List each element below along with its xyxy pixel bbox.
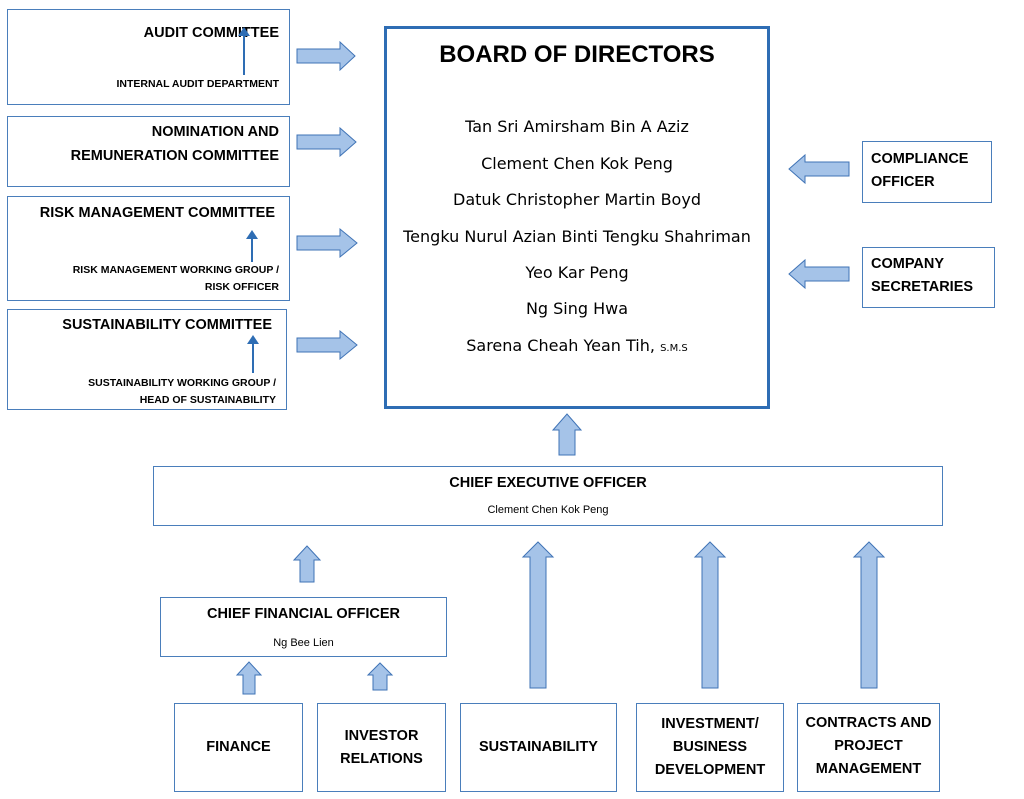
audit-committee-box: AUDIT COMMITTEE INTERNAL AUDIT DEPARTMEN… — [7, 9, 290, 105]
up-arrow-icon — [246, 230, 258, 262]
cfo-name: Ng Bee Lien — [273, 637, 334, 649]
sustainability-committee-title: SUSTAINABILITY COMMITTEE — [62, 317, 272, 333]
department-investor-line1: INVESTOR — [344, 728, 419, 744]
up-arrow-icon — [247, 335, 259, 373]
audit-committee-title: AUDIT COMMITTEE — [143, 25, 279, 41]
sustainability-committee-sub-line2: HEAD OF SUSTAINABILITY — [139, 394, 276, 406]
department-contracts-line1: CONTRACTS AND — [805, 715, 932, 731]
cfo-title: CHIEF FINANCIAL OFFICER — [206, 606, 401, 622]
department-investor-line2: RELATIONS — [340, 751, 423, 767]
department-investment-line1: INVESTMENT/ — [661, 716, 759, 732]
nomination-committee-box: NOMINATION AND REMUNERATION COMMITTEE — [7, 116, 290, 187]
arrow-investment-to-ceo — [693, 541, 727, 689]
sustainability-committee-sub-line1: SUSTAINABILITY WORKING GROUP / — [88, 377, 276, 389]
arrow-investor-to-cfo — [366, 662, 394, 691]
department-contracts-line2: PROJECT — [834, 738, 903, 754]
sustainability-committee-box: SUSTAINABILITY COMMITTEE SUSTAINABILITY … — [7, 309, 287, 410]
compliance-officer-box: COMPLIANCE OFFICER — [862, 141, 992, 203]
arrow-audit-to-board — [296, 40, 356, 72]
nomination-committee-title-line2: REMUNERATION COMMITTEE — [70, 148, 279, 164]
risk-committee-sub-line1: RISK MANAGEMENT WORKING GROUP / — [72, 264, 279, 276]
department-investment-line2: BUSINESS — [672, 739, 748, 755]
arrow-secretaries-to-board — [788, 258, 850, 290]
board-member-last: Sarena Cheah Yean Tih, S.M.S — [387, 336, 767, 355]
up-arrow-icon — [238, 27, 250, 75]
board-of-directors-box: BOARD OF DIRECTORS Tan Sri Amirsham Bin … — [384, 26, 770, 409]
board-member: Clement Chen Kok Peng — [481, 154, 673, 173]
board-member: Tan Sri Amirsham Bin A Aziz — [465, 117, 689, 136]
department-finance-box: FINANCE — [174, 703, 303, 792]
board-member: Sarena Cheah Yean Tih, — [466, 336, 655, 355]
arrow-finance-to-cfo — [235, 661, 263, 695]
board-title: BOARD OF DIRECTORS — [439, 41, 715, 68]
department-investment-line3: DEVELOPMENT — [654, 762, 766, 778]
department-sustainability-box: SUSTAINABILITY — [460, 703, 617, 792]
arrow-risk-to-board — [296, 227, 358, 259]
department-investor-relations-box: INVESTOR RELATIONS — [317, 703, 446, 792]
arrow-nomination-to-board — [296, 126, 357, 158]
arrow-cfo-to-ceo — [292, 545, 322, 583]
board-member: Datuk Christopher Martin Boyd — [453, 190, 701, 209]
cfo-box: CHIEF FINANCIAL OFFICER Ng Bee Lien — [160, 597, 447, 657]
arrow-compliance-to-board — [788, 153, 850, 185]
department-contracts-line3: MANAGEMENT — [815, 761, 922, 777]
arrow-ceo-to-board — [551, 413, 583, 456]
board-member: Tengku Nurul Azian Binti Tengku Shahrima… — [403, 227, 751, 246]
department-sustainability-label: SUSTAINABILITY — [479, 739, 598, 755]
company-secretaries-box: COMPANY SECRETARIES — [862, 247, 995, 308]
ceo-title: CHIEF EXECUTIVE OFFICER — [449, 475, 647, 491]
department-contracts-box: CONTRACTS AND PROJECT MANAGEMENT — [797, 703, 940, 792]
audit-committee-sub: INTERNAL AUDIT DEPARTMENT — [116, 78, 279, 90]
department-investment-box: INVESTMENT/ BUSINESS DEVELOPMENT — [636, 703, 784, 792]
arrow-contracts-to-ceo — [852, 541, 886, 689]
ceo-box: CHIEF EXECUTIVE OFFICER Clement Chen Kok… — [153, 466, 943, 526]
risk-committee-sub-line2: RISK OFFICER — [204, 281, 279, 293]
board-member: Yeo Kar Peng — [525, 263, 629, 282]
ceo-name: Clement Chen Kok Peng — [487, 504, 609, 516]
compliance-officer-line1: COMPLIANCE — [871, 151, 969, 167]
arrow-sustainability-to-ceo — [521, 541, 555, 689]
board-member-suffix: S.M.S — [660, 343, 688, 354]
compliance-officer-line2: OFFICER — [871, 174, 935, 190]
department-finance-label: FINANCE — [206, 739, 271, 755]
risk-committee-title: RISK MANAGEMENT COMMITTEE — [39, 205, 275, 221]
company-secretaries-line2: SECRETARIES — [871, 279, 974, 295]
nomination-committee-title-line1: NOMINATION AND — [151, 124, 279, 140]
board-member: Ng Sing Hwa — [525, 299, 629, 318]
risk-committee-box: RISK MANAGEMENT COMMITTEE RISK MANAGEMEN… — [7, 196, 290, 301]
arrow-sustainability-to-board — [296, 329, 358, 361]
company-secretaries-line1: COMPANY — [871, 256, 945, 272]
